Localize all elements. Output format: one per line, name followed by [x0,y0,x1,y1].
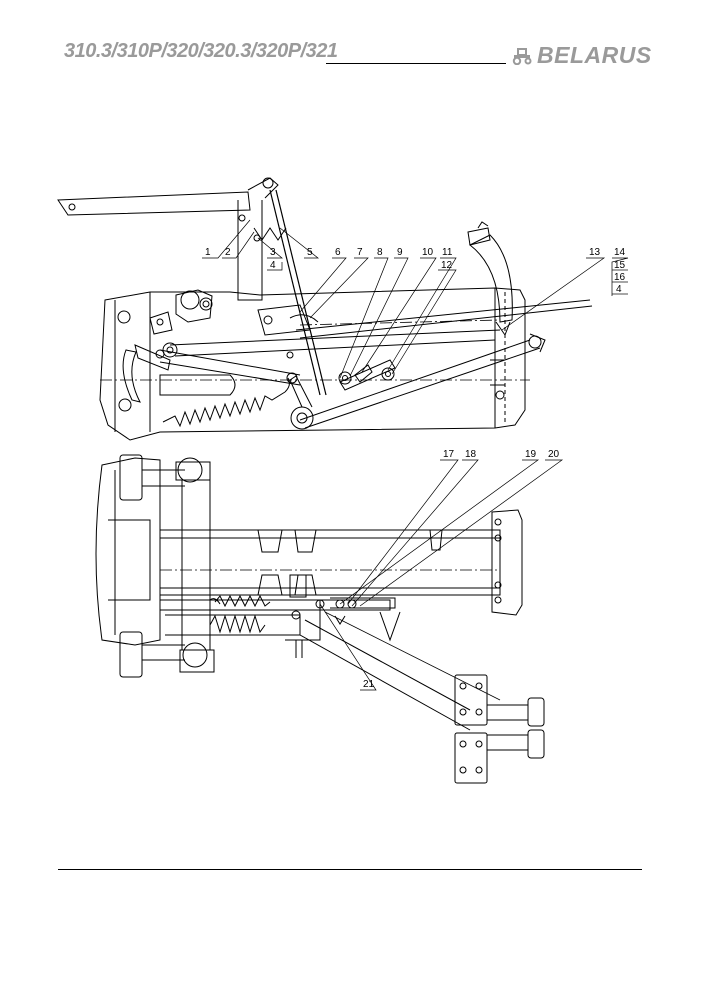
callout-15: 15 [614,260,626,271]
callout-13: 13 [589,247,601,258]
tractor-icon [512,47,532,65]
callout-7: 7 [357,247,363,258]
side-view [57,177,593,441]
callout-4-repeat: 4 [616,284,622,295]
model-list-title: 310.3/310P/320/320.3/320P/321 [64,40,338,62]
header-rule [326,63,506,64]
callout-labels: 1 2 3 4 5 6 7 8 9 10 11 12 13 14 15 16 4… [205,247,626,690]
plan-view [95,454,545,784]
callout-12: 12 [441,260,453,271]
callout-11: 11 [442,247,453,258]
callout-10: 10 [422,247,434,258]
callout-1: 1 [205,247,211,258]
callout-14: 14 [614,247,626,258]
callout-9: 9 [397,247,403,258]
callout-5: 5 [307,247,313,258]
callout-19: 19 [525,449,537,460]
callout-3: 3 [270,247,276,258]
brand-logo: BELARUS [512,42,652,69]
footer-rule [58,869,642,870]
callout-6: 6 [335,247,341,258]
callout-4: 4 [270,260,276,271]
callout-21: 21 [363,679,375,690]
callout-17: 17 [443,449,455,460]
callout-leaders [202,219,629,691]
callout-18: 18 [465,449,477,460]
callout-20: 20 [548,449,560,460]
callout-16: 16 [614,272,626,283]
brand-name: BELARUS [537,42,652,68]
callout-8: 8 [377,247,383,258]
callout-2: 2 [225,247,231,258]
